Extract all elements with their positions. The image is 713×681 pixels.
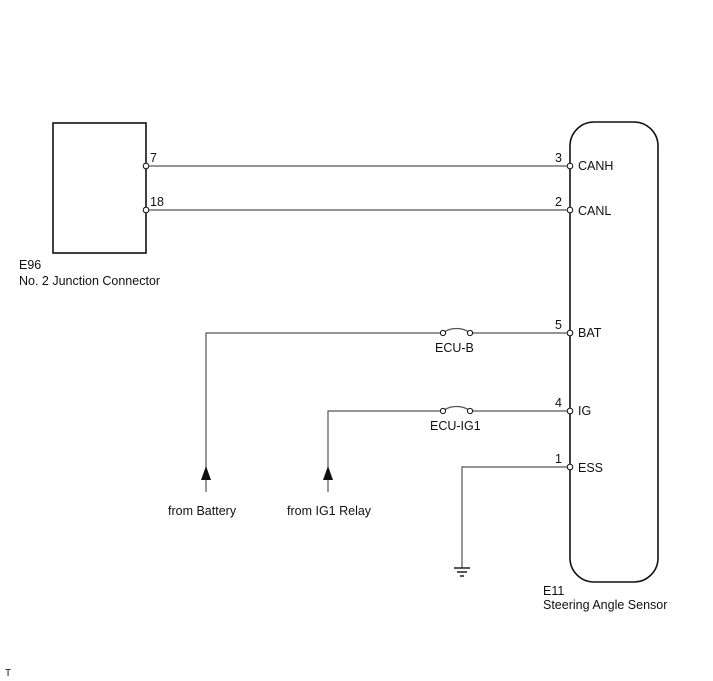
pin-7-terminal: [142, 162, 150, 170]
pin-4-terminal: [566, 407, 574, 415]
pin-18-label: 18: [150, 195, 164, 209]
junction-connector-box: [52, 122, 147, 254]
ess-wire: [461, 466, 570, 568]
pin-18-terminal: [142, 206, 150, 214]
corner-mark: T: [5, 668, 11, 679]
ecu-b-fuse-left-terminal: [439, 329, 447, 337]
pin-2-terminal: [566, 206, 574, 214]
sensor-box: [569, 121, 659, 583]
sensor-name: Steering Angle Sensor: [543, 598, 667, 612]
ess-label: ESS: [578, 461, 603, 475]
ig-label: IG: [578, 404, 591, 418]
ecu-b-fuse-icon: [442, 327, 471, 334]
ecu-b-fuse-right-terminal: [466, 329, 474, 337]
pin-4-label: 4: [555, 396, 562, 410]
pin-5-terminal: [566, 329, 574, 337]
ecu-b-fuse-label: ECU-B: [435, 341, 474, 355]
pin-7-label: 7: [150, 151, 157, 165]
pin-5-label: 5: [555, 318, 562, 332]
ecu-ig1-fuse-icon: [442, 405, 471, 412]
battery-arrow-icon: [201, 466, 211, 480]
canh-label: CANH: [578, 159, 613, 173]
sensor-code: E11: [543, 584, 564, 598]
ecu-ig1-fuse-left-terminal: [439, 407, 447, 415]
pin-3-terminal: [566, 162, 574, 170]
ground-icon: [454, 567, 470, 577]
pin-1-label: 1: [555, 452, 562, 466]
junction-connector-name: No. 2 Junction Connector: [19, 274, 160, 288]
ecu-ig1-fuse-label: ECU-IG1: [430, 419, 481, 433]
ig1-relay-arrow-icon: [323, 466, 333, 480]
pin-1-terminal: [566, 463, 574, 471]
bat-wire-left: [205, 332, 443, 492]
pin-3-label: 3: [555, 151, 562, 165]
from-battery-label: from Battery: [168, 504, 237, 518]
canl-label: CANL: [578, 204, 611, 218]
pin-2-label: 2: [555, 195, 562, 209]
junction-connector-code: E96: [19, 258, 41, 272]
bat-label: BAT: [578, 326, 602, 340]
from-ig1-relay-label: from IG1 Relay: [287, 504, 372, 518]
ecu-ig1-fuse-right-terminal: [466, 407, 474, 415]
ig-wire-left: [327, 410, 443, 492]
